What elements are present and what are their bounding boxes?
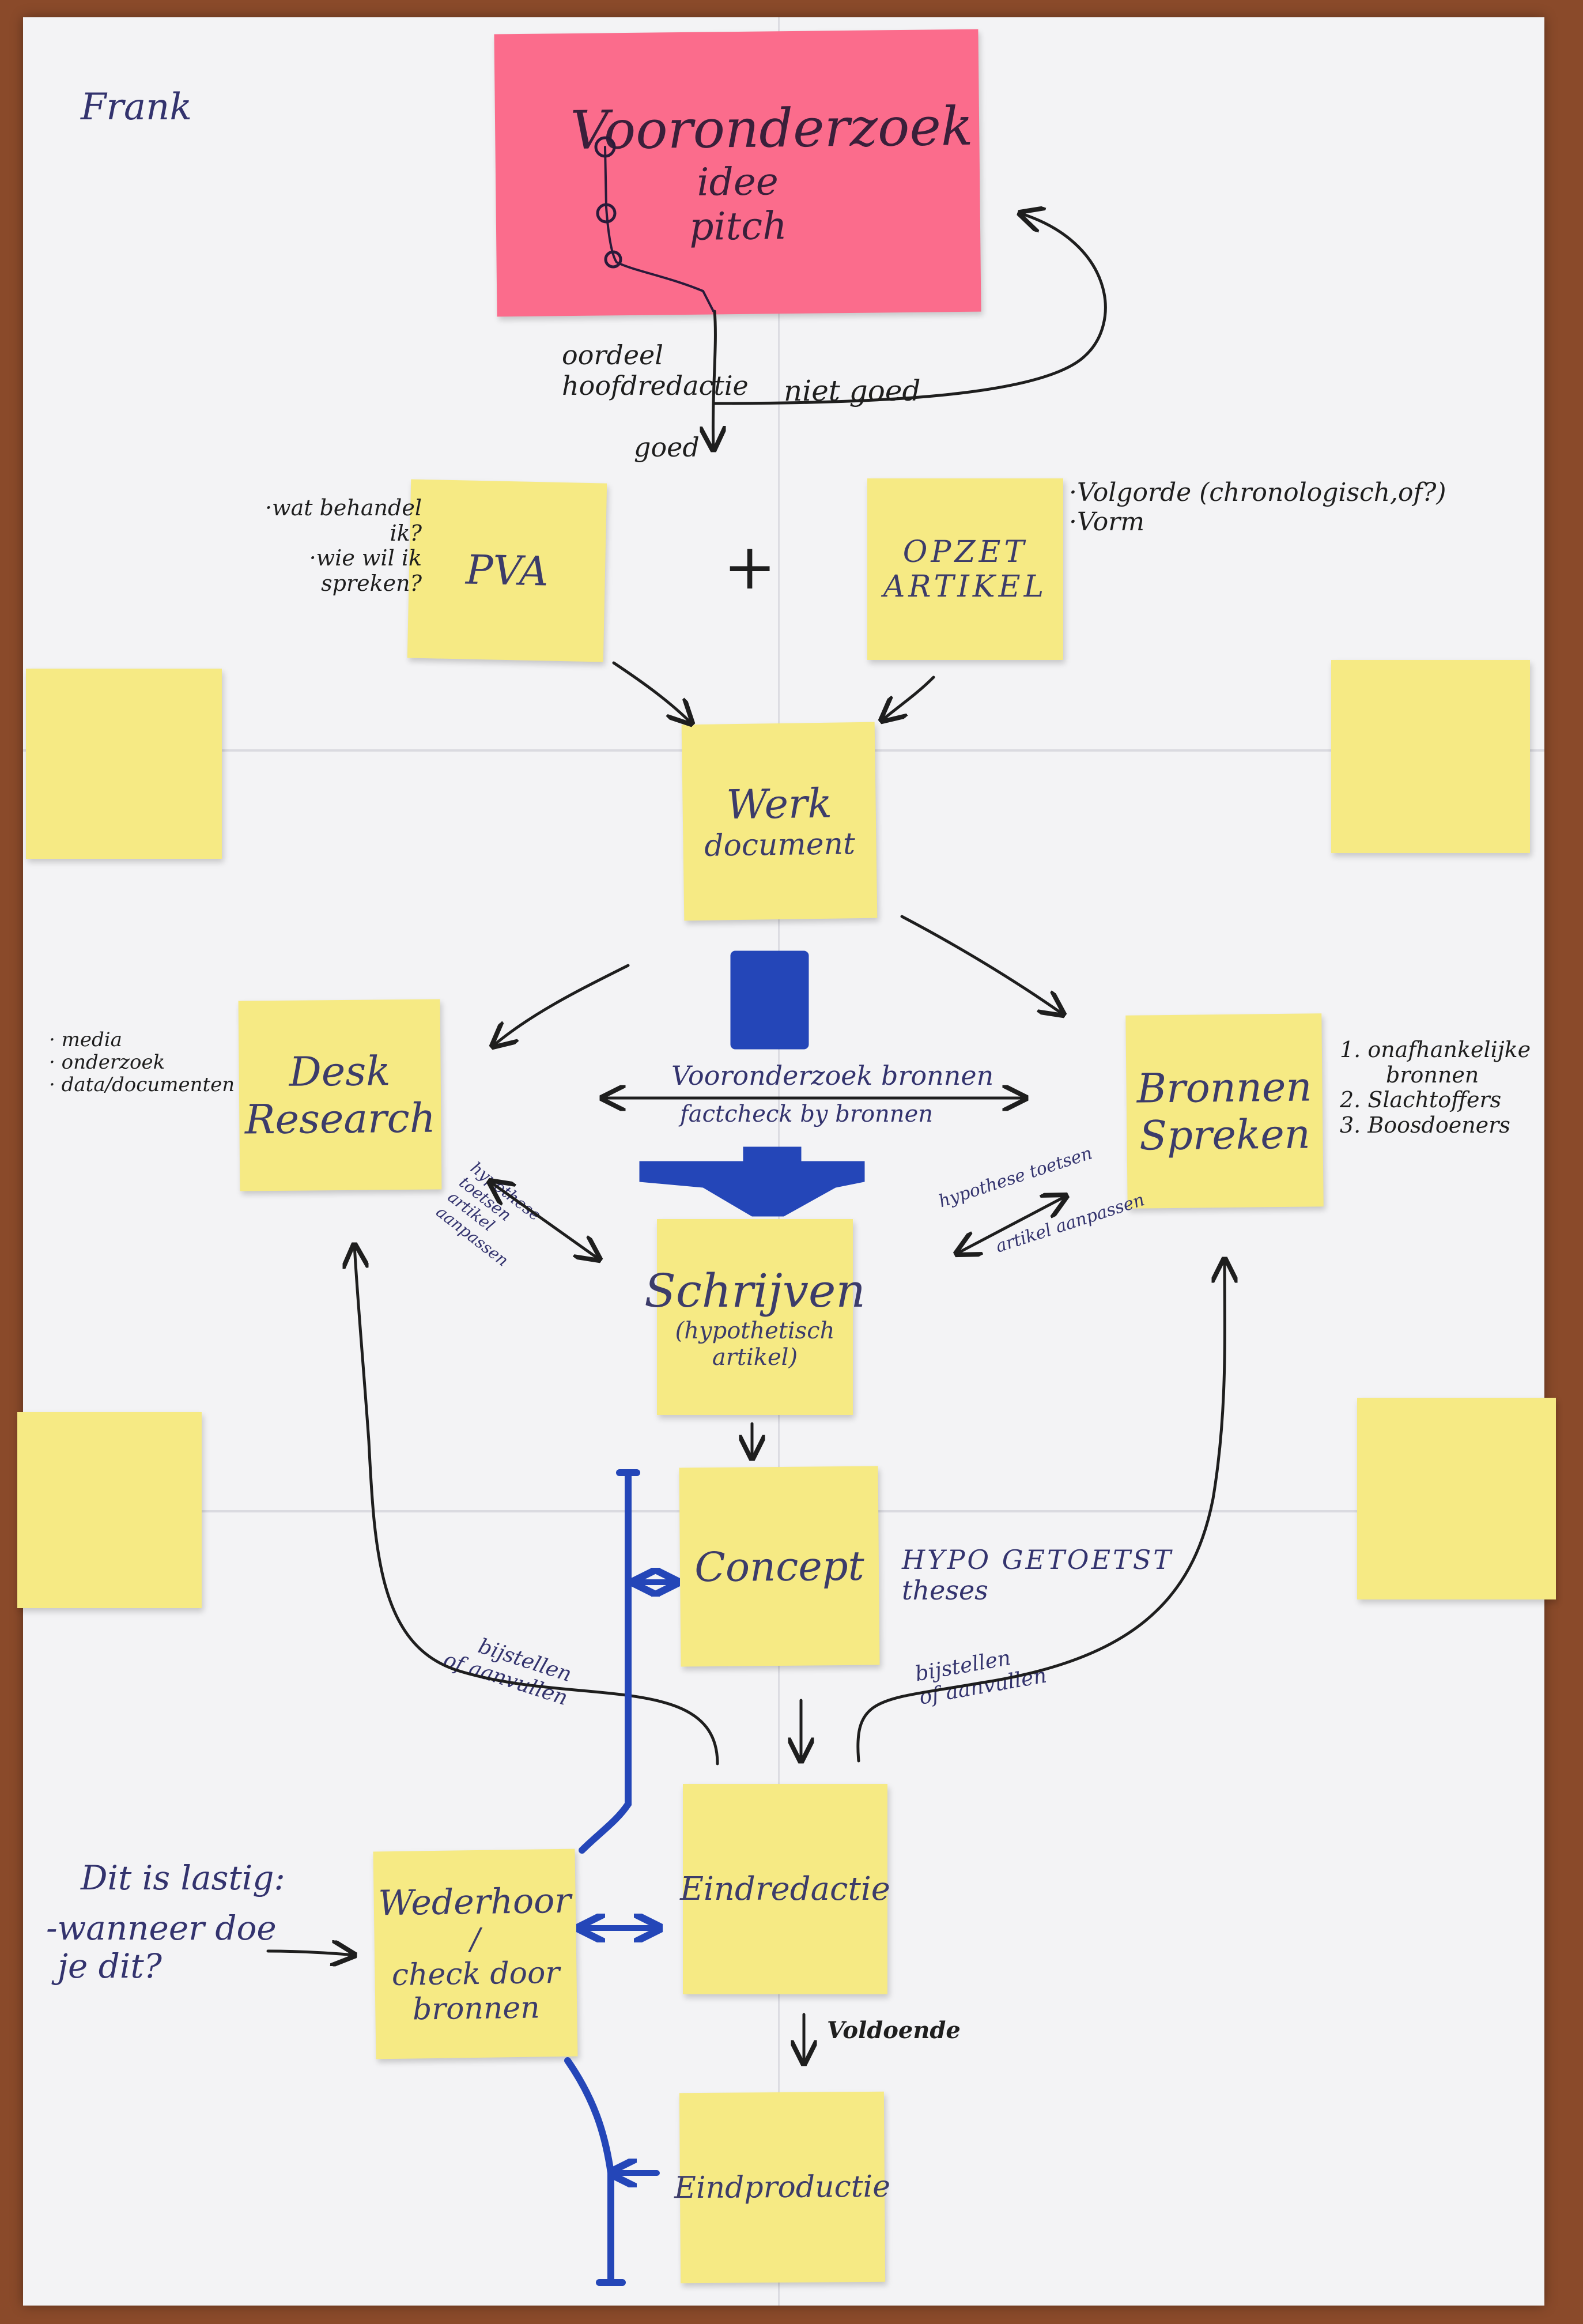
- arrow-pva-to-werk: [612, 661, 692, 723]
- note-eindredactie: Eindredactie: [680, 1784, 890, 1994]
- arrow-bijstellen-right: [856, 1259, 1225, 1763]
- pitch-dot-3: [604, 250, 622, 269]
- bronnen-list-item-3: 3. Boosdoeners: [1340, 1112, 1510, 1138]
- annotation-bronnen-list: 1. onafhankelijke bronnen 2. Slachtoffer…: [1340, 1037, 1531, 1138]
- note-schrijven-sub1: (hypothetisch: [675, 1317, 835, 1344]
- blue-bracket-upper: [579, 1469, 640, 1854]
- annotation-oordeel-line1: oordeel: [562, 339, 663, 371]
- annotation-desk-list: · media · onderzoek · data/documenten: [49, 1028, 235, 1097]
- note-opzet-artikel: OPZET ARTIKEL: [867, 478, 1063, 660]
- annotation-hypo-getoetst: HYPO GETOETST theses: [902, 1545, 1173, 1606]
- pitch-dot-1: [594, 136, 616, 158]
- blank-note-left-lower: [17, 1412, 202, 1608]
- note-opzet-line2: ARTIKEL: [883, 569, 1048, 604]
- blank-note-left-upper: [26, 669, 222, 859]
- hypo-getoetst-line1: HYPO GETOETST: [902, 1544, 1173, 1575]
- note-schrijven-sub2: artikel): [712, 1344, 798, 1371]
- note-schrijven: Schrijven (hypothetisch artikel): [644, 1219, 866, 1415]
- arrow-pitch-down: [713, 310, 715, 450]
- opzet-list-item-2: ·Vorm: [1069, 507, 1144, 537]
- bronnen-list-item-1b: bronnen: [1386, 1062, 1479, 1088]
- lastig-line1: Dit is lastig:: [81, 1858, 285, 1897]
- annotation-goed: goed: [634, 432, 700, 463]
- arrow-niet-goed-loop: [712, 213, 1107, 405]
- bronnen-list-item-2: 2. Slachtoffers: [1340, 1087, 1502, 1113]
- blue-arrow-head: [639, 1146, 865, 1217]
- blue-arrow-shaft: [730, 950, 809, 1050]
- pva-question-1: ·wat behandel: [265, 495, 422, 520]
- desk-list-item-2: · onderzoek: [49, 1051, 165, 1074]
- arrow-hypothese-left: [490, 1182, 599, 1259]
- arrow-werk-to-desk: [493, 964, 630, 1046]
- desk-list-item-1: · media: [49, 1028, 122, 1051]
- annotation-oordeel-line2: hoofdredactie: [562, 369, 749, 401]
- hypo-getoetst-line2: theses: [902, 1574, 988, 1606]
- opzet-list-item-1: ·Volgorde (chronologisch,of?): [1069, 478, 1446, 507]
- arrow-hypothese-right: [957, 1196, 1066, 1254]
- lastig-line3: je dit?: [58, 1946, 162, 1986]
- pva-question-1b: ik?: [390, 520, 422, 546]
- bronnen-list-item-1: 1. onafhankelijke: [1340, 1037, 1531, 1062]
- arrow-lastig: [266, 1951, 354, 1955]
- annotation-lastig: Dit is lastig: -wanneer doe je dit?: [46, 1859, 285, 1986]
- note-schrijven-title: Schrijven: [644, 1263, 866, 1318]
- pva-question-2b: spreken?: [321, 571, 422, 597]
- blank-note-right-upper: [1331, 660, 1530, 853]
- author-name: Frank: [81, 86, 192, 129]
- annotation-plus: +: [723, 530, 777, 603]
- note-eindredactie-label: Eindredactie: [680, 1870, 890, 1908]
- desk-list-item-3: · data/documenten: [49, 1073, 235, 1097]
- pitch-timeline: [604, 146, 715, 312]
- arrow-werk-to-bronnen: [900, 915, 1063, 1014]
- arrow-bijstellen-left: [354, 1245, 719, 1765]
- annotation-oordeel: oordeel hoofdredactie: [562, 340, 749, 401]
- blank-note-right-lower: [1357, 1398, 1556, 1599]
- arrow-opzet-to-werk: [882, 676, 935, 720]
- lastig-line2: -wanneer doe: [46, 1908, 277, 1948]
- annotation-voldoende: Voldoende: [827, 2017, 961, 2044]
- annotation-opzet-list: ·Volgorde (chronologisch,of?) ·Vorm: [1069, 478, 1446, 537]
- note-opzet-line1: OPZET: [902, 534, 1028, 569]
- pitch-dot-2: [596, 203, 617, 224]
- pva-question-2: ·wie wil ik: [309, 545, 422, 571]
- annotation-pva-questions: ·wat behandel ik? ·wie wil ik spreken?: [265, 495, 422, 597]
